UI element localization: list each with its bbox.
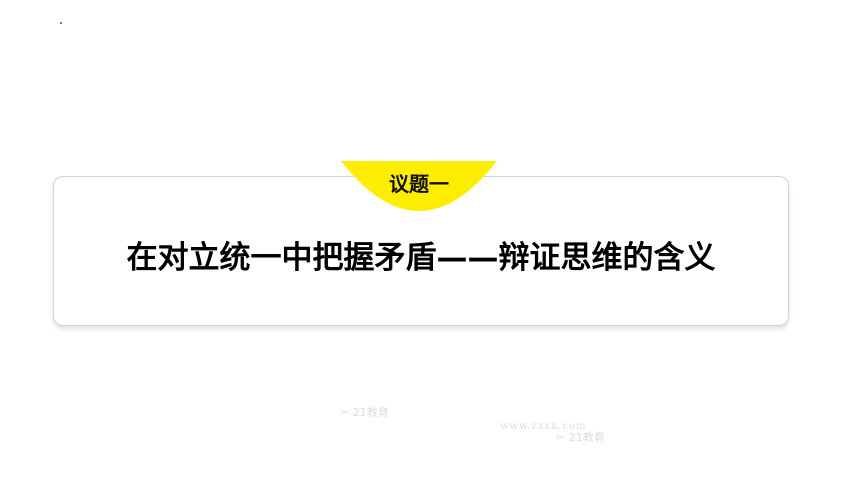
watermark-url: www.zxxk.com [500,421,587,432]
badge-label: 议题一 [389,172,449,196]
corner-dot [60,22,62,24]
watermark-logo: ✂ 21教育 [340,406,389,419]
watermark-logo-secondary: ✂ 21教育 [556,431,605,444]
topic-badge: 议题一 [341,161,497,211]
badge-shape [341,161,497,211]
slide-title: 在对立统一中把握矛盾——辩证思维的含义 [126,240,716,276]
